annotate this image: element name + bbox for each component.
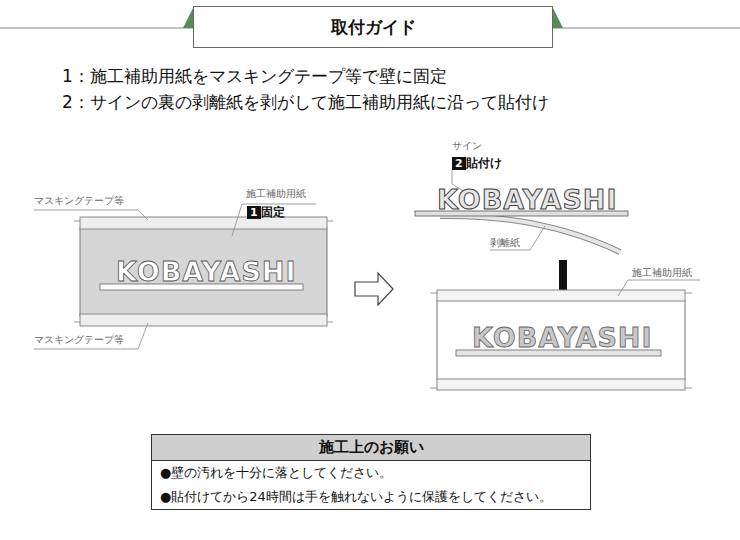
title-text: 取付ガイド (331, 16, 416, 39)
part-label: マスキングテープ等 (34, 195, 124, 207)
callout-number: 1 (247, 206, 261, 219)
step-label: 固定 (261, 205, 285, 219)
step-text: 2：サインの裏の剥離紙を剥がして施工補助用紙に沿って貼付け (62, 92, 549, 112)
tab-wedge (183, 8, 193, 28)
leader-line (618, 280, 700, 296)
part-label: 施工補助用紙 (632, 267, 692, 279)
title-tab: 取付ガイド (193, 6, 553, 48)
notes-bullet: ●壁の汚れを十分に落としてください。 (152, 461, 590, 485)
left-paper (74, 217, 333, 326)
notes-heading: 施工上のお願い (152, 435, 590, 461)
callout-number: 2 (452, 157, 466, 170)
step-text: 1：施工補助用紙をマスキングテープ等で壁に固定 (62, 66, 447, 86)
tab-wedge (553, 8, 563, 28)
right-paper (430, 290, 692, 390)
leader-line (34, 323, 148, 349)
part-label: 剥離紙 (490, 237, 520, 249)
step-label: 貼付け (466, 156, 502, 170)
step-arrow (355, 273, 393, 305)
leader-line (490, 226, 545, 250)
sign-with-release-paper (415, 211, 628, 252)
notes-box: 施工上のお願い●壁の汚れを十分に落としてください。●貼付けてから24時間は手を触… (151, 434, 591, 510)
stencil-cutout: KOBAYASHI (116, 256, 297, 288)
part-label: サイン (452, 140, 482, 152)
leader-line (232, 204, 316, 236)
notes-bullet: ●貼付けてから24時間は手を触れないように保護をしてください。 (152, 485, 590, 509)
leader-line (34, 210, 148, 220)
part-label: 施工補助用紙 (246, 188, 306, 200)
sign-letters: KOBAYASHI (437, 184, 618, 216)
part-label: マスキングテープ等 (34, 334, 124, 346)
aligned-sign: KOBAYASHI (472, 322, 653, 354)
